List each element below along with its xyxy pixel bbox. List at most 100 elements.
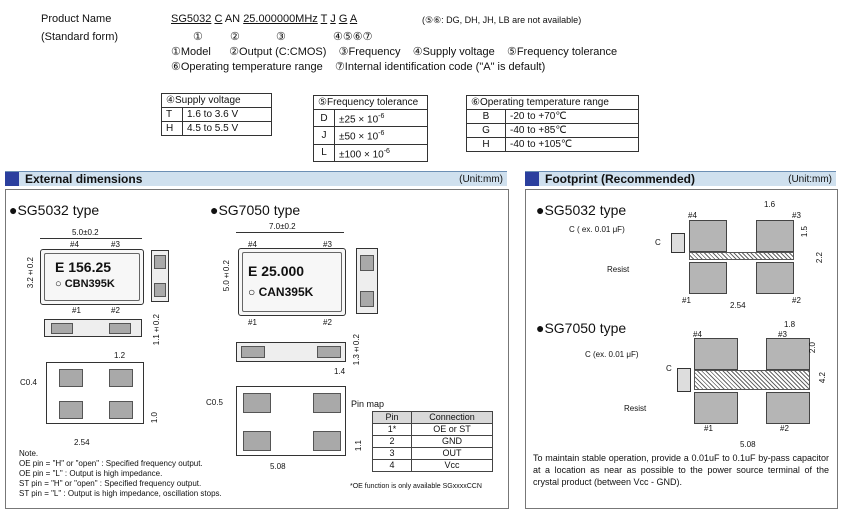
fp-pin-4: #4 bbox=[688, 211, 697, 220]
fp-dim-2-0: 2.0 bbox=[808, 342, 817, 354]
code-tolerance: J bbox=[330, 13, 336, 25]
marking-line-1: E 156.25 bbox=[55, 259, 112, 275]
dim-length-7050: 7.0±0.2 bbox=[269, 222, 296, 231]
note-title: Note. bbox=[19, 449, 39, 458]
dim-chamfer-c04: C0.4 bbox=[20, 378, 37, 387]
dim-line bbox=[40, 238, 142, 239]
num-3: ③ bbox=[276, 31, 286, 43]
sg5032-type-label: ●SG5032 type bbox=[9, 202, 100, 218]
fp-pad-4 bbox=[694, 338, 738, 370]
dim-line bbox=[236, 232, 344, 233]
pin-4-label: #4 bbox=[248, 240, 257, 249]
fp-capacitor bbox=[677, 368, 691, 392]
availability-note: (⑤⑥: DG, DH, JH, LB are not available) bbox=[422, 15, 582, 25]
note-line: OE pin = "L" : Output is high impedance. bbox=[19, 469, 163, 478]
dim-pitch-508: 5.08 bbox=[270, 462, 286, 471]
dim-pad-1-0: 1.0 bbox=[150, 412, 159, 424]
code-supply: T bbox=[320, 13, 328, 25]
frequency-tolerance-title: ⑤Frequency tolerance bbox=[313, 95, 428, 110]
code-output: C bbox=[214, 13, 223, 25]
code-an: AN bbox=[224, 13, 241, 25]
code-temperature: G bbox=[338, 13, 348, 25]
pin-map-title: Pin map bbox=[351, 399, 385, 409]
fp-dim-1-5: 1.5 bbox=[800, 226, 809, 238]
temperature-range-title: ⑥Operating temperature range bbox=[466, 95, 639, 110]
table-row: J±50 × 10-6 bbox=[313, 126, 428, 145]
note-line: OE pin = "H" or "open" : Specified frequ… bbox=[19, 459, 203, 468]
legend-line-1: ①Model ②Output (C:CMOS) ③Frequency ④Supp… bbox=[171, 46, 618, 58]
note-line: ST pin = "H" or "open" : Specified frequ… bbox=[19, 479, 202, 488]
table-row: B-20 to +70℃ bbox=[466, 109, 639, 124]
num-1: ① bbox=[193, 31, 203, 43]
pin-1-label: #1 bbox=[72, 306, 81, 315]
code-identification: A bbox=[349, 13, 358, 25]
dim-height-5032: 1.1±0.2 bbox=[152, 314, 161, 346]
dim-height-7050: 1.3±0.2 bbox=[352, 334, 361, 366]
sg7050-side-view bbox=[356, 248, 378, 314]
fp-pin-1: #1 bbox=[704, 424, 713, 433]
note-line: ST pin = "L" : Output is high impedance,… bbox=[19, 489, 222, 498]
sg5032-front-view bbox=[44, 319, 142, 337]
table-row: H-40 to +105℃ bbox=[466, 137, 639, 152]
fp-pad-1 bbox=[694, 392, 738, 424]
pin-2-label: #2 bbox=[323, 318, 332, 327]
dim-pad-1-1: 1.1 bbox=[354, 440, 363, 452]
external-dimensions-panel bbox=[5, 189, 509, 509]
fp-capacitor bbox=[671, 233, 685, 253]
legend-line-2: ⑥Operating temperature range ⑦Internal i… bbox=[171, 61, 546, 73]
section-marker-icon bbox=[525, 172, 539, 186]
external-dimensions-unit: (Unit:mm) bbox=[459, 174, 503, 185]
section-marker-icon bbox=[5, 172, 19, 186]
fp-cap-label: C ( ex. 0.01 μF) bbox=[569, 225, 625, 234]
dim-pitch-254: 2.54 bbox=[74, 438, 90, 447]
table-row: D±25 × 10-6 bbox=[313, 108, 428, 128]
fp-pad-2 bbox=[766, 392, 810, 424]
fp-dim-1-8: 1.8 bbox=[784, 320, 796, 329]
fp-dim-4-2: 4.2 bbox=[818, 372, 827, 384]
fp-dim-5-08: 5.08 bbox=[740, 440, 756, 449]
product-code: SG5032 C AN 25.000000MHz T J G A bbox=[171, 13, 357, 25]
marking-line-1: E 25.000 bbox=[248, 263, 305, 279]
footprint-title: Footprint (Recommended) bbox=[545, 172, 695, 186]
code-frequency: 25.000000MHz bbox=[243, 13, 318, 25]
dim-chamfer-c05: C0.5 bbox=[206, 398, 223, 407]
fp-pin-1: #1 bbox=[682, 296, 691, 305]
fp-pin-3: #3 bbox=[792, 211, 801, 220]
fp-cap-label: C (ex. 0.01 μF) bbox=[585, 350, 639, 359]
fp-resist-label: Resist bbox=[624, 404, 647, 413]
fp-dim-2-54: 2.54 bbox=[730, 301, 746, 310]
pin-map-note: *OE function is only available SGxxxxCCN bbox=[350, 483, 482, 490]
pin-1-label: #1 bbox=[248, 318, 257, 327]
pin-2-label: #2 bbox=[111, 306, 120, 315]
fp-resist-strip bbox=[689, 252, 794, 260]
sg5032-side-view bbox=[151, 250, 169, 302]
marking-line-2: ○ CBN395K bbox=[55, 278, 115, 290]
sg7050-package-top: E 25.000 ○ CAN395K bbox=[238, 248, 346, 316]
pin-4-label: #4 bbox=[70, 240, 79, 249]
fp-sg5032-label: ●SG5032 type bbox=[536, 202, 627, 218]
pin-3-label: #3 bbox=[323, 240, 332, 249]
fp-pad-4 bbox=[689, 220, 727, 252]
fp-pad-2 bbox=[756, 262, 794, 294]
fp-resist-strip bbox=[694, 370, 810, 390]
fp-pad-3 bbox=[766, 338, 810, 370]
fp-pin-2: #2 bbox=[792, 296, 801, 305]
fp-dim-1-6: 1.6 bbox=[764, 200, 776, 209]
footprint-header: Footprint (Recommended) (Unit:mm) bbox=[525, 171, 836, 186]
fp-pad-3 bbox=[756, 220, 794, 252]
fp-c-label: C bbox=[666, 364, 672, 373]
table-row: L±100 × 10-6 bbox=[313, 143, 428, 162]
table-row: G-40 to +85℃ bbox=[466, 123, 639, 138]
temperature-range-table: ⑥Operating temperature range B-20 to +70… bbox=[466, 95, 639, 152]
fp-sg7050-label: ●SG7050 type bbox=[536, 320, 627, 336]
fp-pad-1 bbox=[689, 262, 727, 294]
sg7050-type-label: ●SG7050 type bbox=[210, 202, 301, 218]
sg5032-bottom-view bbox=[46, 362, 144, 424]
dim-width-5032: 3.2±0.2 bbox=[26, 257, 35, 289]
